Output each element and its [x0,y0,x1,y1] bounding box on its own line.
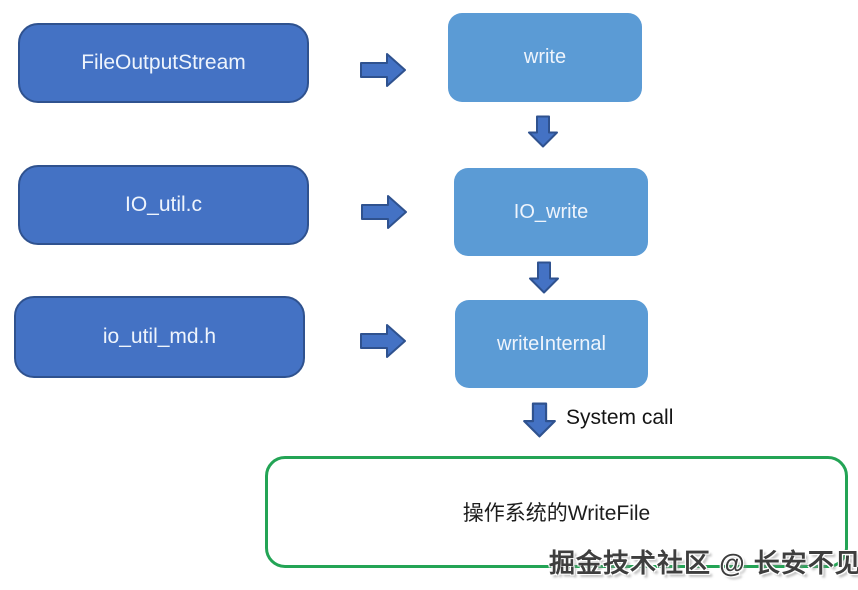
os-writefile-box: 操作系统的WriteFile [265,456,848,568]
right-arrow-icon [360,53,406,87]
right-arrow-icon [361,195,407,229]
down-arrow-icon [528,115,558,148]
box-fileoutputstream: FileOutputStream [18,23,309,103]
down-arrow-icon [529,261,559,294]
system-call-label: System call [566,406,674,429]
right-arrow-icon [360,324,406,358]
box-write: write [448,13,642,102]
box-io-util-md-h: io_util_md.h [14,296,305,378]
box-io-write: IO_write [454,168,648,256]
watermark: 掘金技术社区 @ 长安不见 [549,548,858,578]
box-io-util-c: IO_util.c [18,165,309,245]
os-writefile-label: 操作系统的WriteFile [462,502,651,525]
system-call-arrow-icon [523,402,556,438]
box-writeinternal: writeInternal [455,300,648,388]
